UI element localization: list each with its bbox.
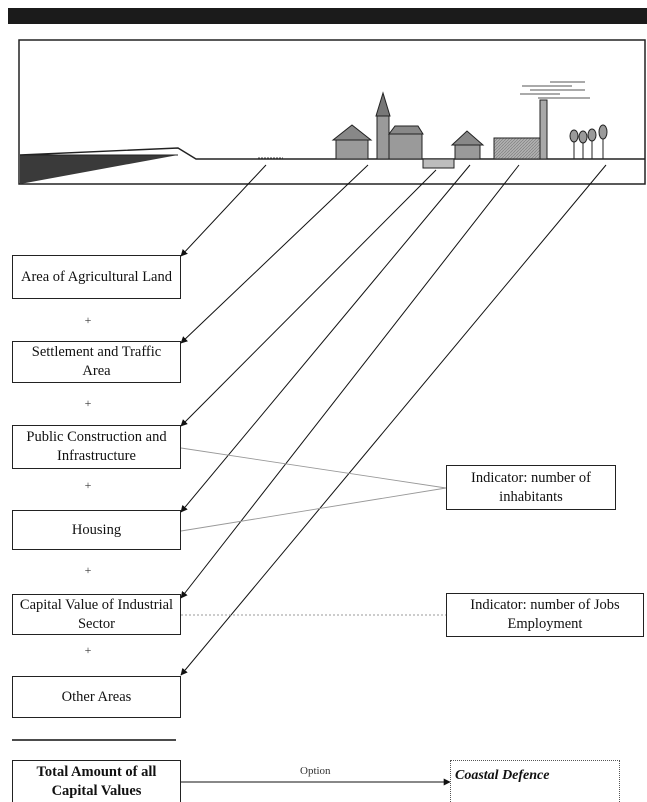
category-box-other-areas: Other Areas	[12, 676, 181, 718]
total-capital-values-box: Total Amount of all Capital Values	[12, 760, 181, 802]
plus-sign: +	[84, 313, 92, 327]
category-box-public-construction: Public Construction and Infrastructure	[12, 425, 181, 469]
sea-area	[20, 155, 178, 184]
connector-public-inhabitants	[180, 447, 447, 489]
plus-sign: +	[84, 563, 92, 577]
arrow-public	[180, 169, 437, 427]
category-box-housing: Housing	[12, 510, 181, 550]
option-label: Option	[300, 765, 331, 777]
connector-housing-inhabitants	[180, 487, 447, 532]
church	[375, 91, 424, 160]
category-box-settlement: Settlement and Traffic Area	[12, 341, 181, 383]
arrow-housing	[180, 164, 471, 513]
plus-sign: +	[84, 478, 92, 492]
indicator-inhabitants-box: Indicator: number of inhabitants	[446, 465, 616, 510]
housing-house	[450, 130, 485, 160]
indicator-jobs-box: Indicator: number of Jobs Employment	[446, 593, 644, 637]
arrow-agricultural	[180, 164, 267, 257]
arrow-settlement	[180, 164, 369, 344]
infrastructure-pond	[422, 158, 455, 169]
settlement-house	[331, 124, 373, 160]
arrow-other	[180, 164, 607, 676]
category-box-industrial: Capital Value of Industrial Sector	[12, 594, 181, 635]
category-box-agricultural: Area of Agricultural Land	[12, 255, 181, 299]
header-bar	[8, 8, 647, 24]
arrow-industrial	[180, 164, 520, 599]
plus-sign: +	[84, 396, 92, 410]
factory	[493, 81, 590, 160]
trees	[569, 124, 608, 159]
coastal-defence-box: Coastal Defence	[450, 760, 620, 802]
smoke	[520, 81, 590, 99]
plus-sign: +	[84, 643, 92, 657]
